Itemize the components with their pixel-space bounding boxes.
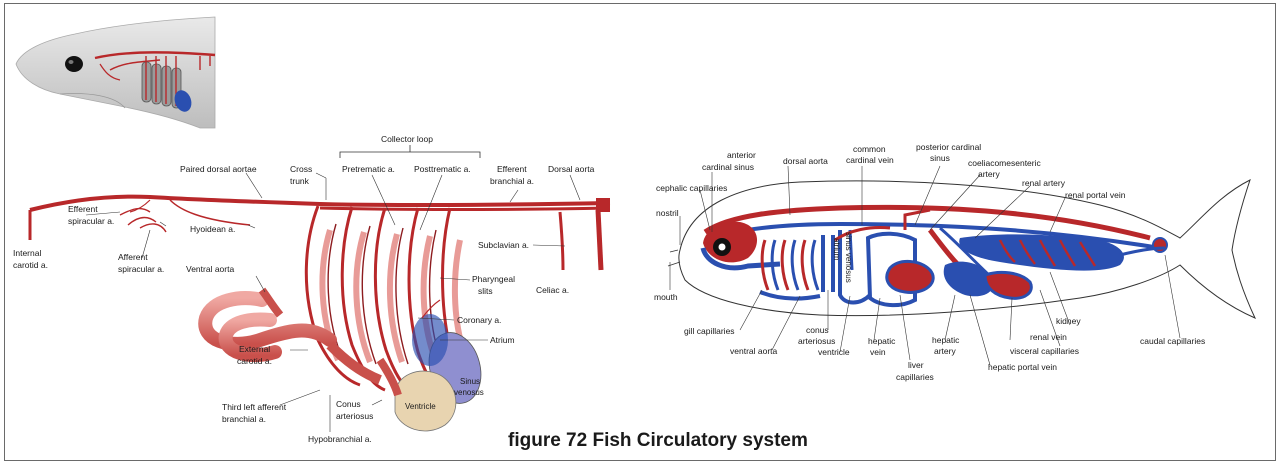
- label-afferent-spiracular-2: spiracular a.: [118, 264, 164, 274]
- label-efferent-spiracular-2: spiracular a.: [68, 216, 114, 226]
- label-posterior-cardinal-1: posterior cardinal: [916, 142, 981, 152]
- label-hepatic-artery-2: artery: [934, 346, 956, 356]
- label-hepatic-vein-1: hepatic: [868, 336, 896, 346]
- label-gill-capillaries: gill capillaries: [684, 326, 735, 336]
- label-renal-portal-vein: renal portal vein: [1065, 190, 1126, 200]
- label-sinus-venosus-2: venosus: [454, 388, 484, 397]
- figure-caption: figure 72 Fish Circulatory system: [508, 430, 808, 451]
- label-coronary: Coronary a.: [457, 315, 501, 325]
- shark-arterial-diagram: [30, 145, 610, 431]
- label-efferent-branchial-2: branchial a.: [490, 176, 534, 186]
- right-label-text: anterior cardinal sinus dorsal aorta com…: [654, 142, 1205, 382]
- label-collector-loop: Collector loop: [381, 134, 433, 144]
- left-labels: [86, 173, 580, 432]
- label-internal-carotid-2: carotid a.: [13, 260, 48, 270]
- label-internal-carotid-1: Internal: [13, 248, 41, 258]
- label-renal-vein: renal vein: [1030, 332, 1067, 342]
- label-visceral-cap: visceral capillaries: [1010, 346, 1079, 356]
- label-ventricle-r: ventricle: [818, 347, 850, 357]
- label-anterior-cardinal-2: cardinal sinus: [702, 162, 754, 172]
- label-liver-cap-1: liver: [908, 360, 924, 370]
- label-renal-artery: renal artery: [1022, 178, 1066, 188]
- label-external-carotid-2: carotid a.: [237, 356, 272, 366]
- label-sinus-venosus-1: Sinus: [460, 377, 480, 386]
- label-pharyngeal-slits-1: Pharyngeal: [472, 274, 515, 284]
- label-dorsal-aorta-r: dorsal aorta: [783, 156, 828, 166]
- label-liver-cap-2: capillaries: [896, 372, 934, 382]
- label-subclavian: Subclavian a.: [478, 240, 529, 250]
- label-coeliaco-1: coeliacomesenteric: [968, 158, 1042, 168]
- label-sinus-venosus-r: sinus venosus: [844, 232, 853, 283]
- label-conus-r-2: arteriosus: [798, 336, 835, 346]
- label-caudal-cap: caudal capillaries: [1140, 336, 1205, 346]
- label-atrium: Atrium: [490, 335, 515, 345]
- label-external-carotid-1: External: [239, 344, 270, 354]
- label-efferent-branchial-1: Efferent: [497, 164, 527, 174]
- label-conus-r-1: conus: [806, 325, 829, 335]
- label-hepatic-artery-1: hepatic: [932, 335, 960, 345]
- label-cephalic: cephalic capillaries: [656, 183, 727, 193]
- label-anterior-cardinal-1: anterior: [727, 150, 756, 160]
- label-third-left-afferent-2: branchial a.: [222, 414, 266, 424]
- label-hyoidean: Hyoidean a.: [190, 224, 235, 234]
- label-ventricle: Ventricle: [405, 402, 436, 411]
- shark-thumbnail: [16, 17, 215, 128]
- label-efferent-spiracular-1: Efferent: [68, 204, 98, 214]
- label-cross-trunk-2: trunk: [290, 176, 310, 186]
- label-hepatic-portal: hepatic portal vein: [988, 362, 1057, 372]
- label-ventral-aorta-r: ventral aorta: [730, 346, 778, 356]
- label-coeliaco-2: artery: [978, 169, 1000, 179]
- label-posttrematic: Posttrematic a.: [414, 164, 471, 174]
- label-pharyngeal-slits-2: slits: [478, 286, 493, 296]
- label-hepatic-vein-2: vein: [870, 347, 886, 357]
- fish-schematic: [668, 180, 1255, 318]
- label-common-cardinal-2: cardinal vein: [846, 155, 894, 165]
- label-nostril: nostril: [656, 208, 679, 218]
- left-label-text: Collector loop Paired dorsal aortae Cros…: [13, 134, 595, 444]
- label-pretrematic: Pretrematic a.: [342, 164, 395, 174]
- label-hypobranchial: Hypobranchial a.: [308, 434, 372, 444]
- label-atrium-r: atrium: [832, 238, 841, 261]
- label-posterior-cardinal-2: sinus: [930, 153, 950, 163]
- label-celiac: Celiac a.: [536, 285, 569, 295]
- label-conus-1: Conus: [336, 399, 361, 409]
- label-conus-2: arteriosus: [336, 411, 373, 421]
- label-kidney: kidney: [1056, 316, 1081, 326]
- label-mouth: mouth: [654, 292, 678, 302]
- label-paired-dorsal-aortae: Paired dorsal aortae: [180, 164, 257, 174]
- label-dorsal-aorta: Dorsal aorta: [548, 164, 595, 174]
- label-common-cardinal-1: common: [853, 144, 886, 154]
- label-cross-trunk-1: Cross: [290, 164, 312, 174]
- label-ventral-aorta: Ventral aorta: [186, 264, 234, 274]
- label-third-left-afferent-1: Third left afferent: [222, 402, 287, 412]
- label-afferent-spiracular-1: Afferent: [118, 252, 148, 262]
